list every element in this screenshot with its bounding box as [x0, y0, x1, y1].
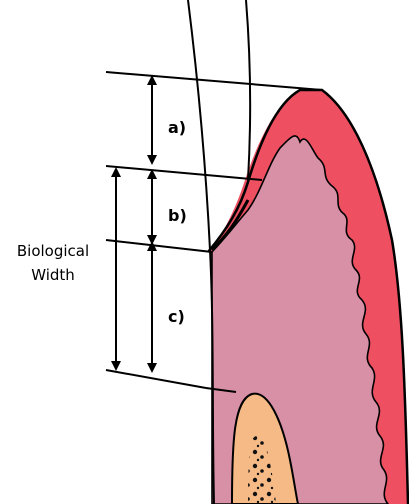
biological-width-label-line1: Biological [17, 242, 89, 260]
biological-width-label-line2: Width [31, 266, 75, 284]
label-a: a) [168, 118, 186, 137]
sulcus-base-line [106, 166, 262, 180]
gingival-margin-line [106, 72, 322, 90]
label-c: c) [168, 307, 185, 326]
junctional-epithelium-base-line [106, 240, 212, 252]
label-b: b) [168, 206, 187, 225]
tooth-outline-right [246, 0, 250, 180]
bone-crest-line [106, 370, 206, 388]
